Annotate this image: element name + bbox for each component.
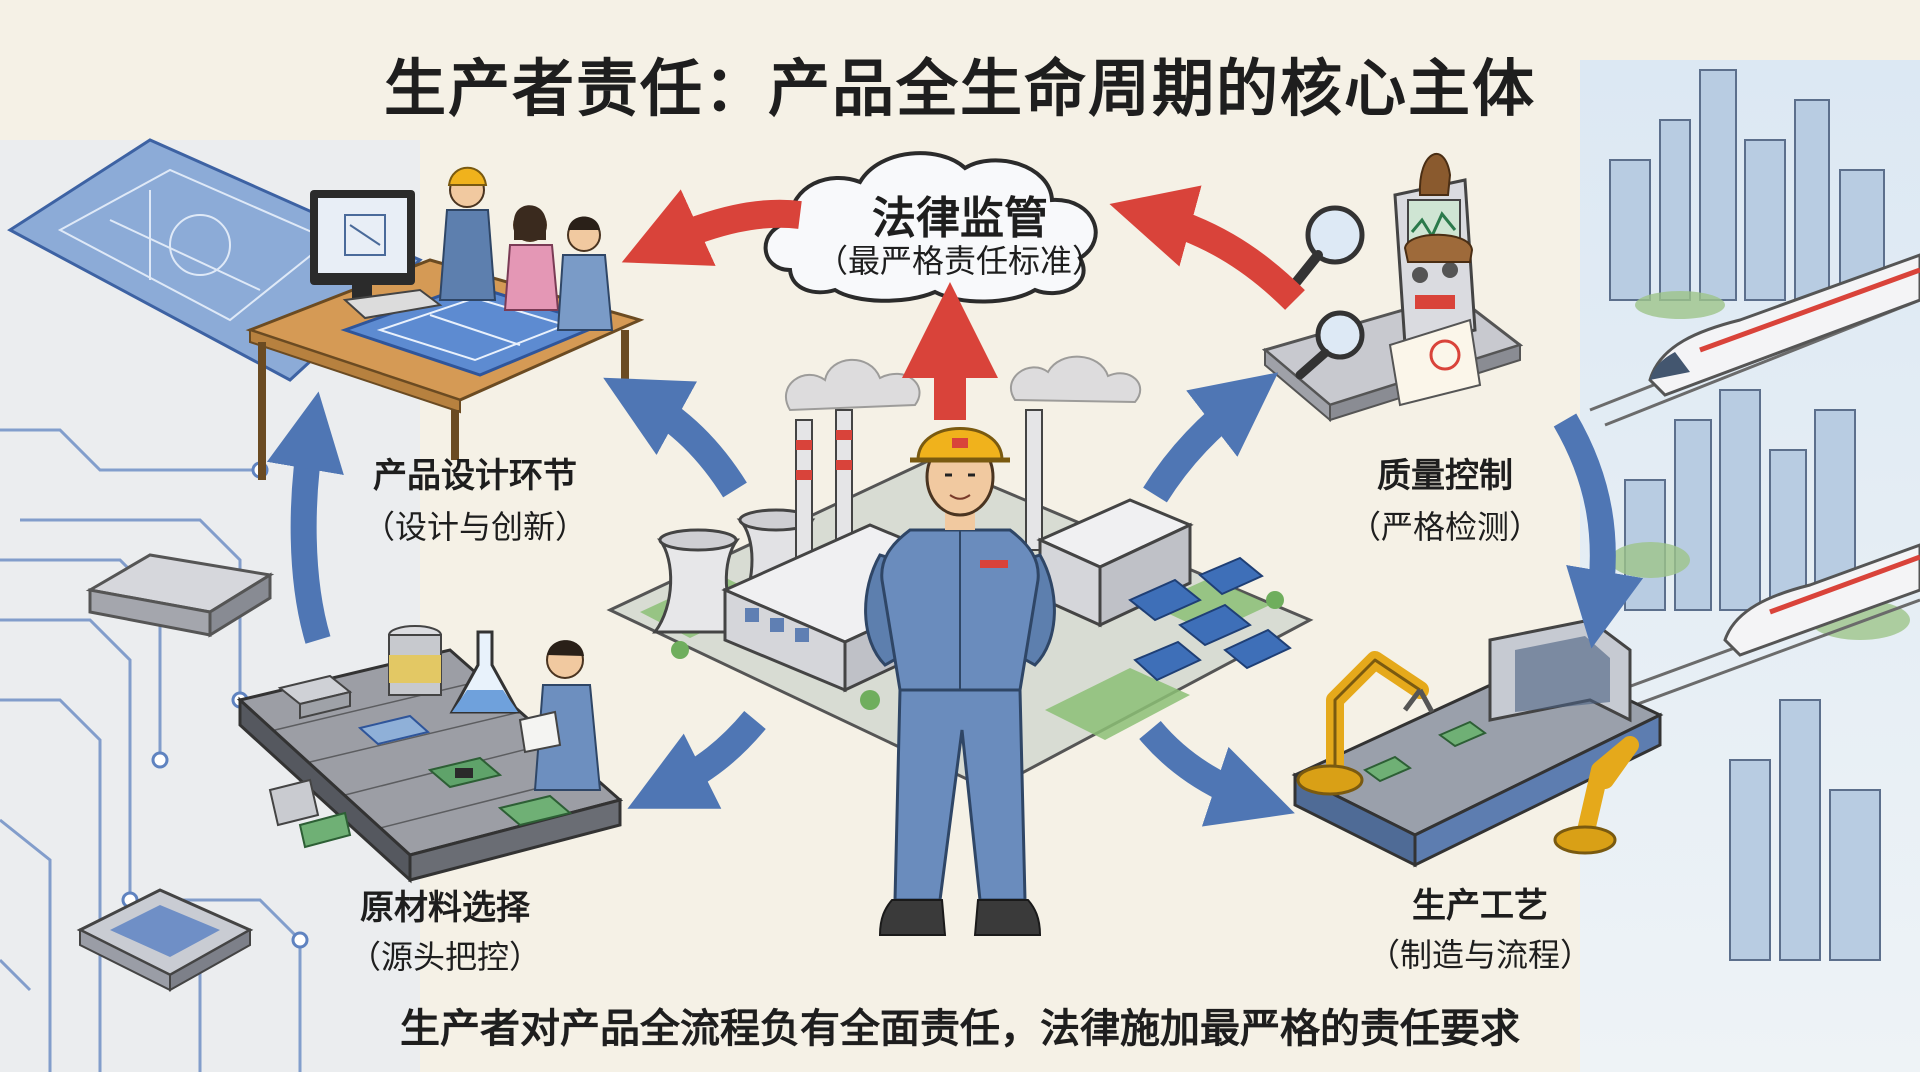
microchip-icon: [76, 888, 254, 992]
metal-ingot-icon: [85, 553, 275, 638]
high-speed-train-icon: [1648, 253, 1920, 397]
regulation-label: 法律监管: [872, 193, 1048, 244]
arrow-red-to-regulation-right: [1109, 185, 1305, 310]
solar-panel-icon: [1128, 556, 1292, 682]
regulation-sublabel: （最严格责任标准）: [815, 242, 1104, 280]
chimney-icon: [795, 409, 1043, 571]
quality-stage-sublabel: （严格检测）: [1348, 508, 1541, 546]
robot-assembly-line-icon: [1291, 618, 1664, 868]
quality-stage-label: 质量控制: [1377, 456, 1513, 496]
page-title: 生产者责任：产品全生命周期的核心主体: [383, 52, 1536, 125]
design-stage-label: 产品设计环节: [373, 456, 577, 496]
materials-stage-sublabel: （源头把控）: [348, 938, 541, 976]
worker-in-hard-hat-icon: [864, 427, 1056, 936]
conveyor-materials-icon: [236, 625, 624, 884]
arrow-blue-center-to-process: [1139, 720, 1295, 827]
engineer-team-icon: [438, 166, 614, 331]
materials-stage-label: 原材料选择: [360, 888, 530, 928]
page-subtitle: 生产者对产品全流程负有全面责任，法律施加最严格的责任要求: [400, 1006, 1520, 1052]
city-and-train-icon: [1580, 60, 1920, 1072]
process-stage-sublabel: （制造与流程）: [1367, 936, 1592, 974]
process-stage-label: 生产工艺: [1412, 886, 1548, 926]
regulation-cloud: [763, 151, 1098, 304]
inspection-instruments-icon: [1261, 153, 1524, 423]
arrow-blue-quality-to-process: [1553, 413, 1644, 649]
arrow-blue-center-to-design: [603, 377, 747, 498]
lab-technician-icon: [518, 640, 602, 791]
arrow-red-to-regulation-left: [621, 189, 802, 266]
arrow-blue-center-to-quality: [1143, 372, 1279, 503]
high-speed-train-icon: [1723, 543, 1920, 657]
design-stage-sublabel: （设计与创新）: [362, 508, 587, 546]
arrow-blue-center-to-materials: [627, 710, 766, 809]
arrow-blue-materials-to-design: [266, 391, 344, 644]
